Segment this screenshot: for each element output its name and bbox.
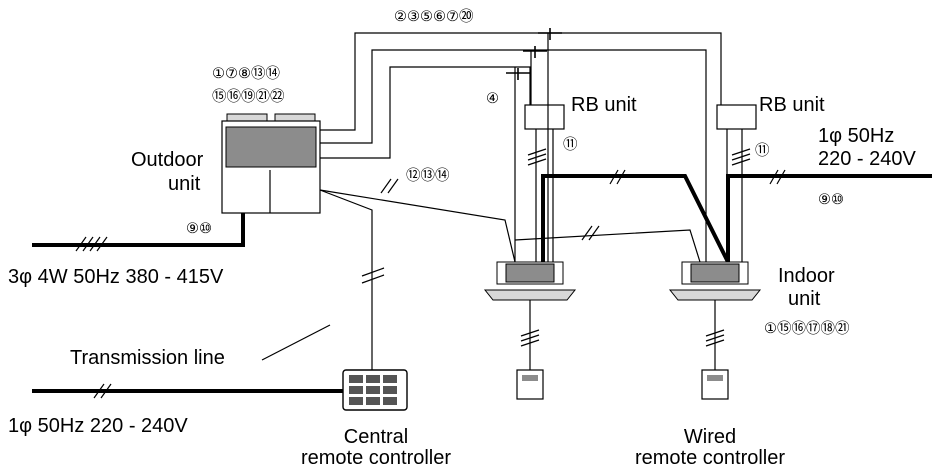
central-power-label: 1φ 50Hz 220 - 240V — [8, 415, 188, 437]
transmission-parts: ⑫⑬⑭ — [406, 167, 450, 184]
indoor-power-label-2: 220 - 240V — [818, 148, 917, 170]
outdoor-parts-row1: ①⑦⑧⑬⑭ — [212, 65, 280, 82]
branch-joint — [523, 46, 547, 58]
outdoor-unit-label-1: Outdoor — [131, 149, 204, 171]
rb-parts-label-1: ⑪ — [563, 136, 578, 153]
rb-unit-box — [716, 104, 757, 130]
refrigerant-pipes — [320, 28, 722, 262]
branch-joint — [506, 68, 530, 80]
branch-joint — [538, 28, 562, 40]
wired-controller-label-2: remote controller — [635, 447, 785, 468]
rb-wiring-ticks — [527, 148, 751, 166]
outdoor-unit — [221, 113, 321, 214]
rb-unit-label-1: RB unit — [571, 94, 637, 116]
outdoor-power-label: 3φ 4W 50Hz 380 - 415V — [8, 266, 224, 288]
outdoor-parts-row2: ⑮⑯⑲㉑㉒ — [212, 88, 285, 105]
indoor-power-label-1: 1φ 50Hz — [818, 125, 894, 147]
indoor-unit-label-1: Indoor — [778, 265, 835, 287]
power-ticks — [75, 236, 108, 252]
wired-remote-right — [701, 369, 729, 400]
transmission-leader — [261, 324, 331, 361]
indoor-unit-left — [483, 261, 577, 301]
outdoor-unit-label-2: unit — [168, 173, 201, 195]
central-controller-label-1: Central — [344, 426, 408, 448]
central-remote-controller — [342, 369, 408, 411]
remote-link-ticks — [520, 329, 725, 347]
pipe-parts-label: ②③⑤⑥⑦⑳ — [394, 8, 474, 25]
indoor-unit-label-2: unit — [788, 288, 821, 310]
indoor-power-parts: ⑨⑩ — [818, 192, 844, 208]
central-power-ticks — [93, 383, 112, 399]
wired-controller-label-1: Wired — [684, 426, 736, 448]
indoor-unit-right — [668, 261, 762, 301]
transmission-ticks — [380, 178, 600, 241]
transmission-line-label: Transmission line — [70, 347, 225, 369]
rb-parts-label-2: ⑪ — [755, 142, 770, 159]
central-controller-label-2: remote controller — [301, 447, 451, 468]
rb-unit-box — [524, 104, 565, 130]
indoor-unit-parts: ①⑮⑯⑰⑱㉑ — [764, 320, 850, 337]
central-link-ticks — [361, 267, 385, 284]
wired-remote-left — [516, 369, 544, 400]
rb-unit-label-2: RB unit — [759, 94, 825, 116]
indoor-power-ticks — [609, 169, 786, 185]
branch-parts-label: ④ — [486, 91, 499, 107]
outdoor-power-parts: ⑨⑩ — [186, 221, 212, 237]
